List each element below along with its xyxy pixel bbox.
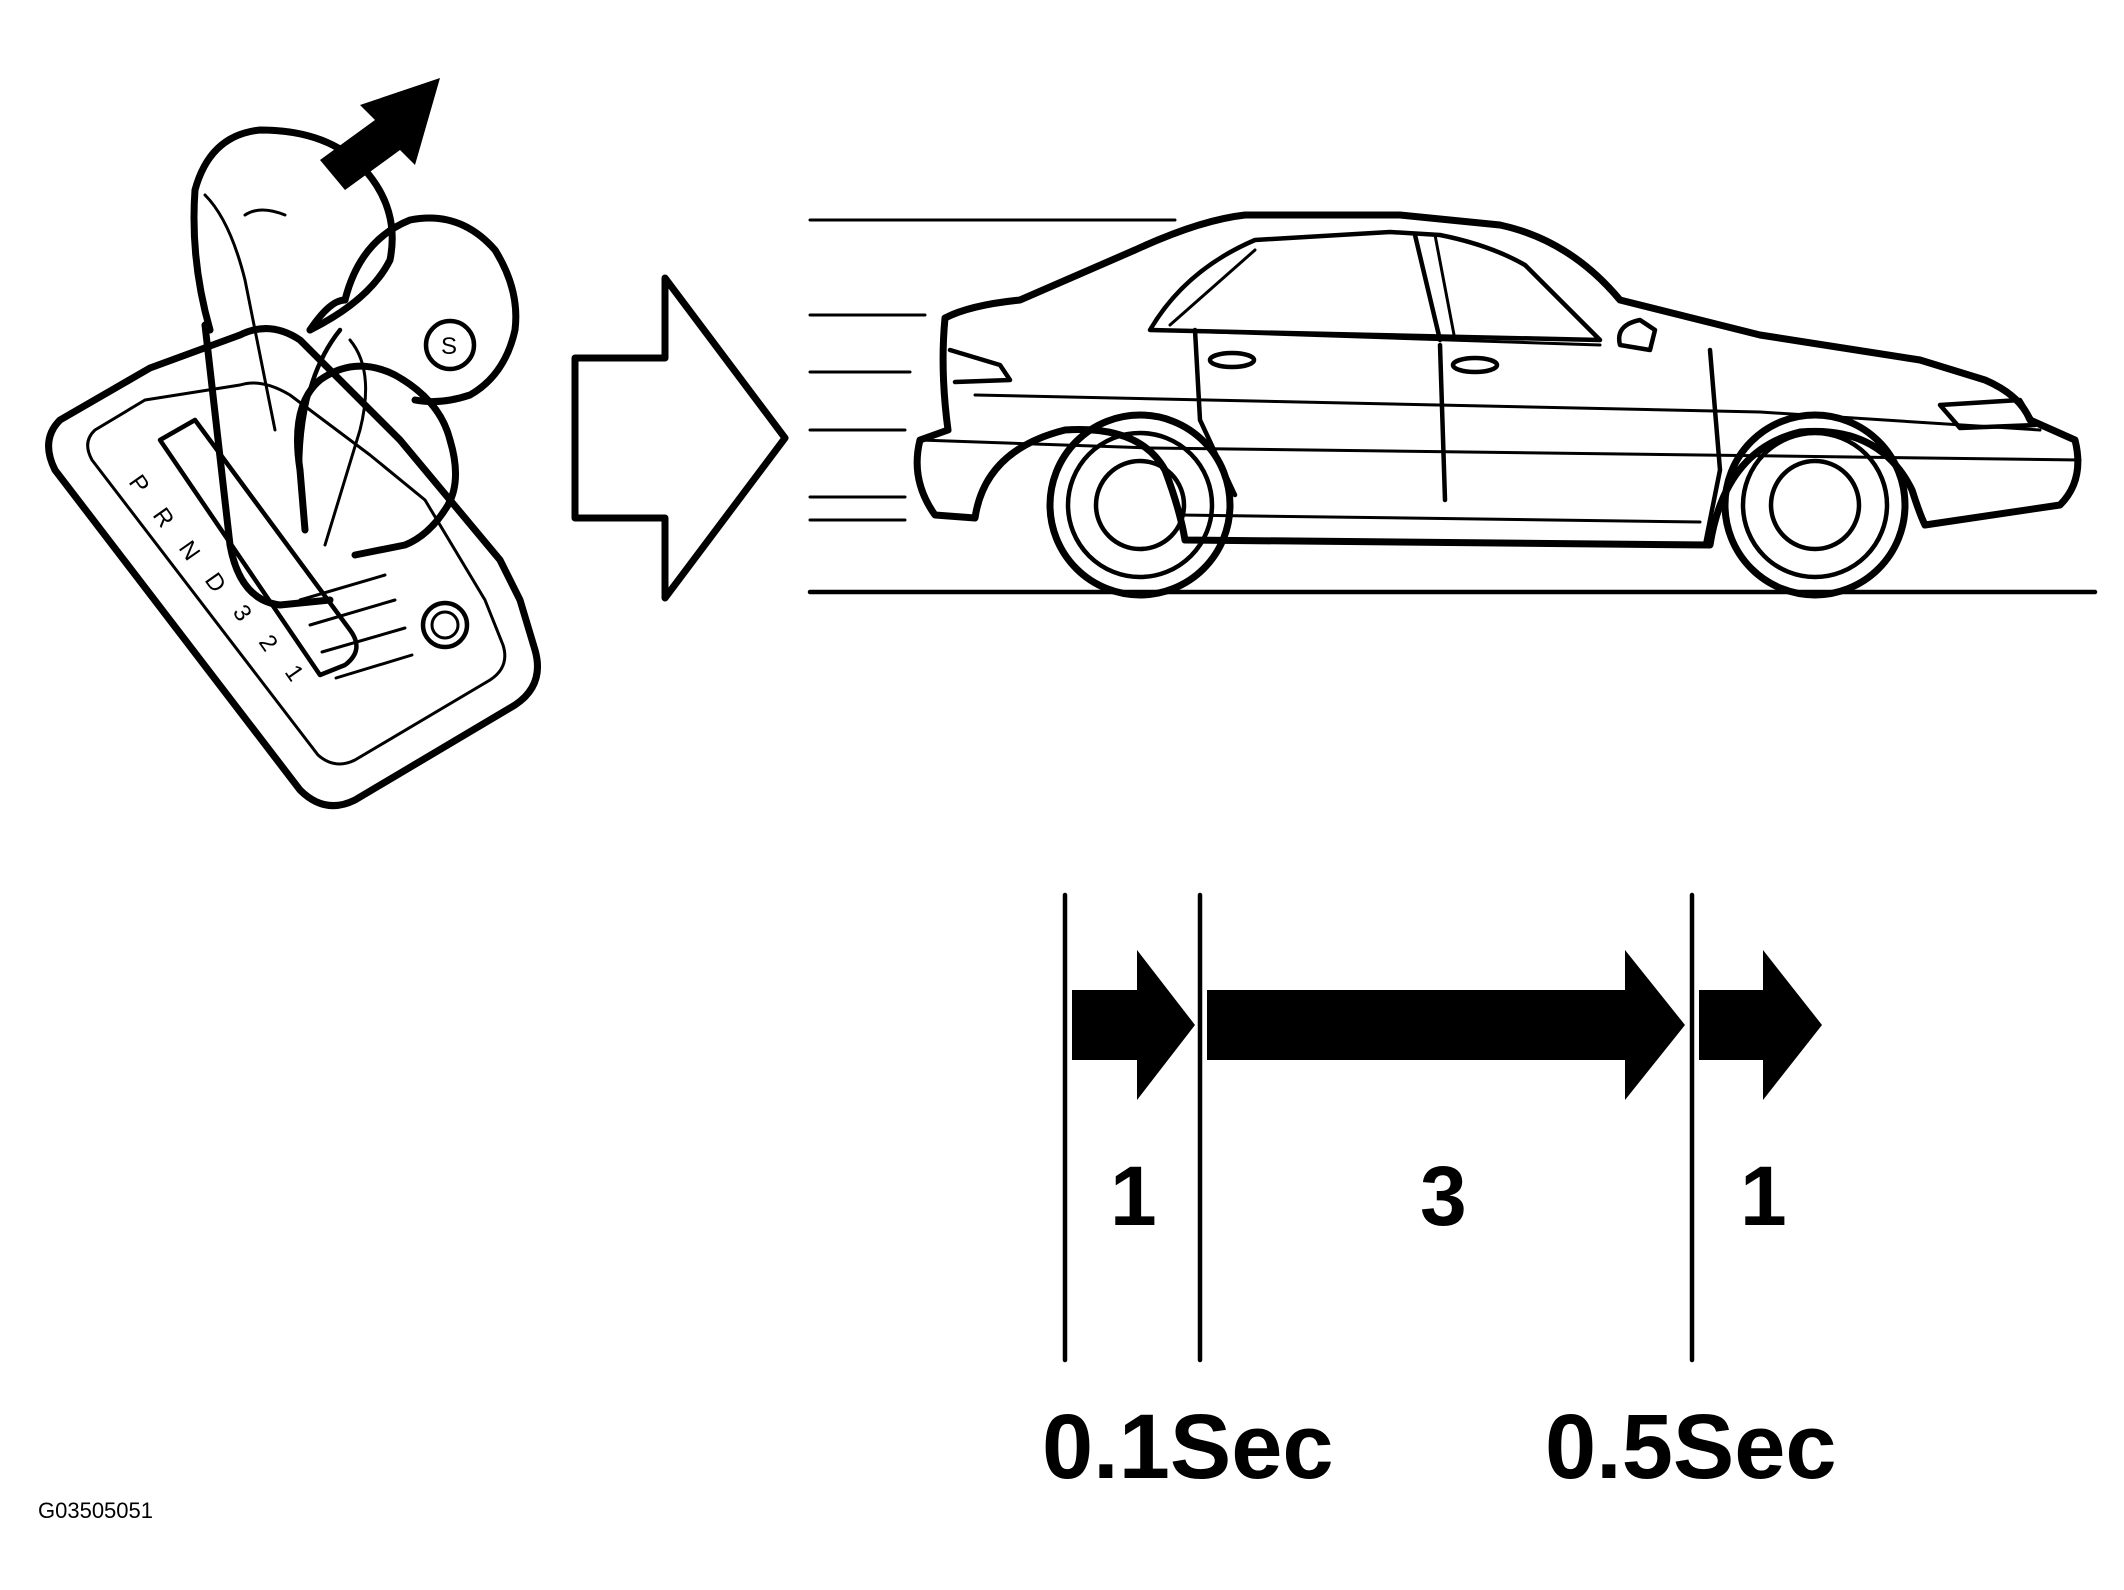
time-label-0-1sec: 0.1Sec [1042, 1396, 1334, 1498]
gear-letter-2: 2 [253, 630, 283, 656]
gear-letters: P R N D 3 2 1 [123, 470, 309, 686]
segment-label-1: 1 [1110, 1149, 1157, 1243]
segment-label-1b: 1 [1740, 1149, 1787, 1243]
press-arrow-icon [320, 78, 440, 190]
gear-shifter-illustration: P R N D 3 2 1 S [45, 78, 541, 810]
segment-arrow-2 [1207, 950, 1685, 1100]
gear-letter-3: 3 [227, 600, 257, 626]
rear-wheel [1046, 411, 1234, 599]
gear-letter-1: 1 [279, 660, 309, 686]
front-wheel [1721, 411, 1909, 599]
s-button-label: S [441, 333, 457, 360]
segment-arrow-1 [1072, 950, 1195, 1100]
moving-car-illustration [807, 211, 2098, 599]
segment-label-3: 3 [1420, 1149, 1467, 1243]
figure-code: G03505051 [38, 1498, 153, 1523]
gear-letter-n: N [173, 536, 205, 566]
segment-arrow-3 [1699, 950, 1822, 1100]
time-label-0-5sec: 0.5Sec [1545, 1396, 1837, 1498]
gear-letter-p: P [123, 470, 154, 499]
shift-timeline: 1 3 1 0.1Sec 0.5Sec [1042, 892, 1837, 1498]
s-button: S [423, 318, 477, 372]
speed-lines [808, 218, 1177, 522]
gear-letter-r: R [147, 503, 179, 533]
result-arrow-icon [571, 274, 789, 602]
gear-letter-d: D [199, 568, 231, 598]
